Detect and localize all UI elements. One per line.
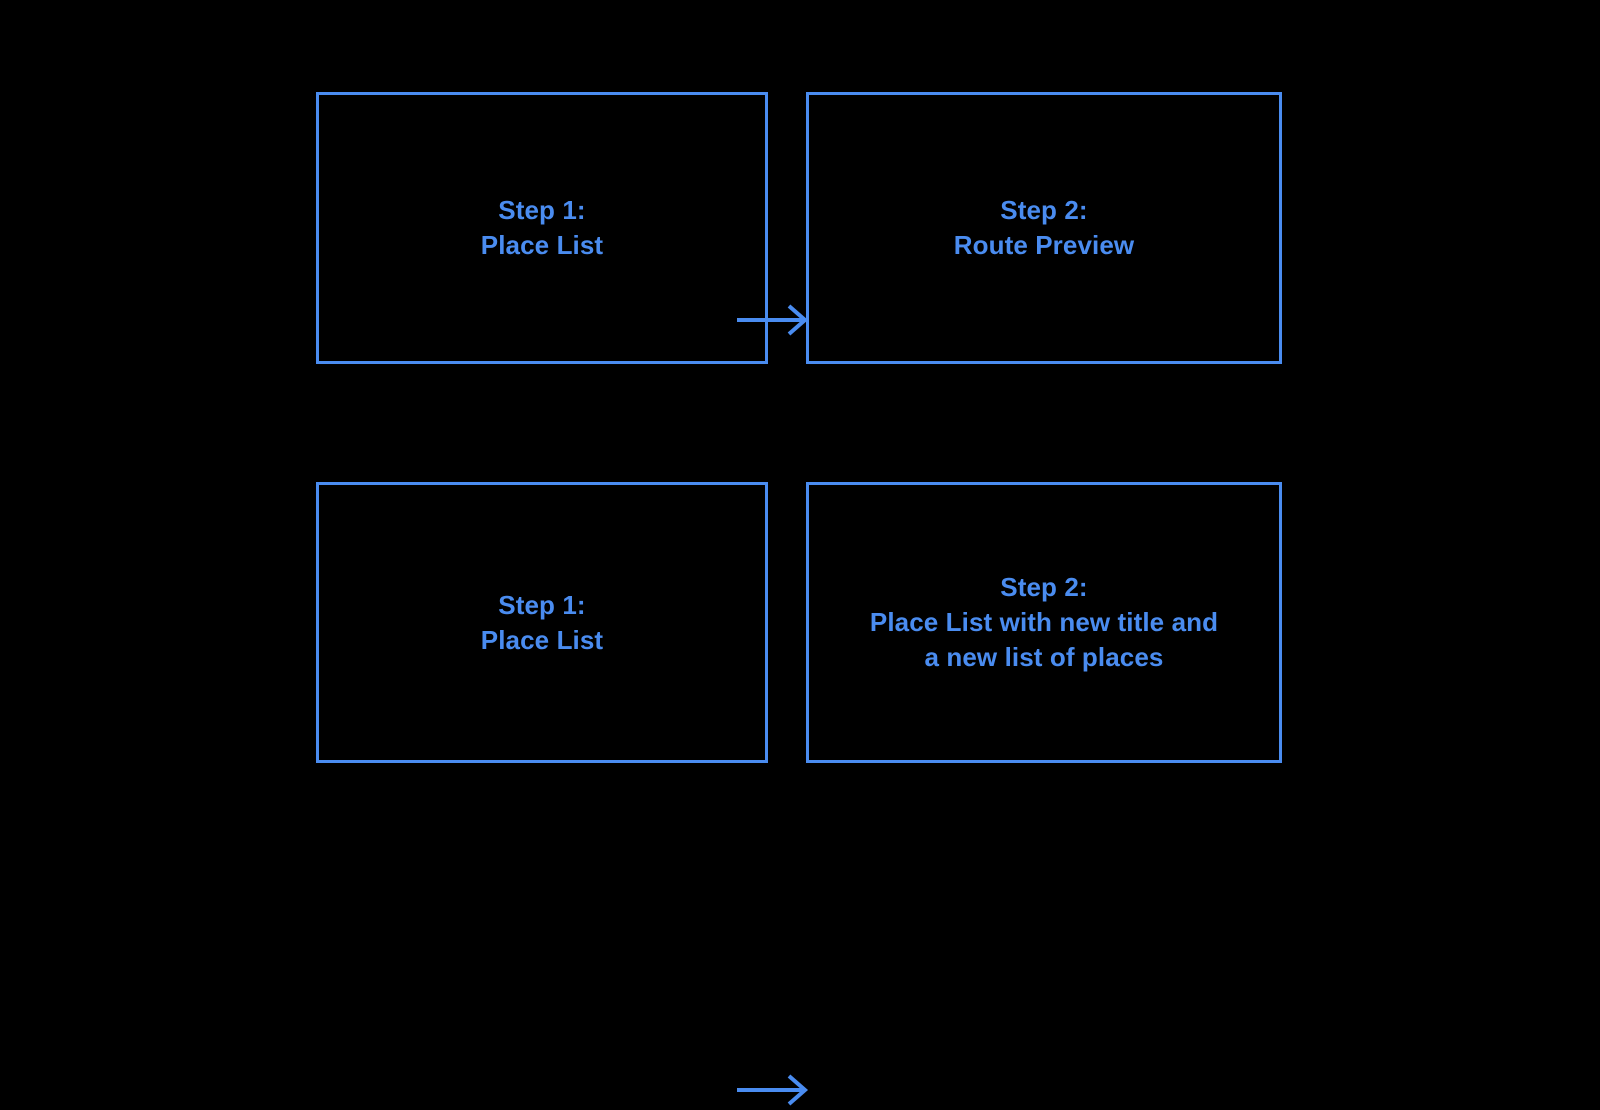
- connector-row2: [735, 1070, 815, 1110]
- step-box-label: Step 1: Place List: [480, 589, 604, 655]
- step-box-row2-step1[interactable]: Step 1: Place List: [316, 482, 768, 763]
- step-box-label: Step 1: Place List: [480, 195, 604, 260]
- flow-row-new-place-list: Step 1: Place List Step 2: Place List wi…: [0, 482, 1600, 1106]
- step-box-row2-step2[interactable]: Step 2: Place List with new title and a …: [806, 482, 1282, 763]
- diagram-canvas: Step 1: Place List Step 2: Route Preview…: [0, 92, 1600, 1106]
- step-box-row1-step2[interactable]: Step 2: Route Preview: [806, 92, 1282, 364]
- arrow-right-icon: [737, 1074, 809, 1106]
- step-box-label: Step 2: Place List with new title and a …: [869, 572, 1219, 672]
- step-box-row1-step1[interactable]: Step 1: Place List: [316, 92, 768, 364]
- step-box-label: Step 2: Route Preview: [953, 195, 1135, 260]
- flow-row-route-preview: Step 1: Place List Step 2: Route Preview: [0, 92, 1600, 364]
